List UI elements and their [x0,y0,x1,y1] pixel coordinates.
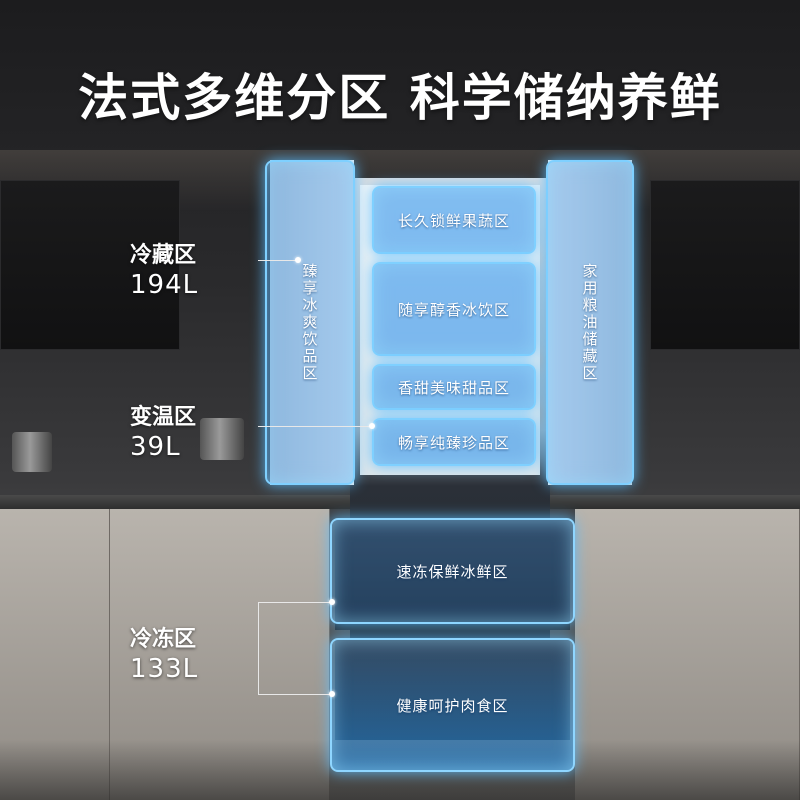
upper-cabinet-left [0,180,180,350]
zone-meat: 健康呵护肉食区 [330,638,575,772]
fridge-door-right [548,160,632,485]
label-variable-volume: 39L [130,432,181,462]
label-fridge-volume: 194L [130,270,199,300]
freezer-drawer-top [335,520,570,630]
zone-quick-freeze: 速冻保鲜冰鲜区 [330,518,575,624]
zone-right-door: 家用粮油储藏区 [546,160,634,485]
connector-dot-freezer-bottom [329,691,335,697]
cookware-pot [12,432,52,472]
zone-left-door: 臻享冰爽饮品区 [265,160,355,485]
zone-left-door-label: 臻享冰爽饮品区 [300,263,319,382]
zone-treasure-label: 畅享纯臻珍品区 [397,433,510,452]
zone-dessert: 香甜美味甜品区 [372,364,536,410]
zone-right-door-label: 家用粮油储藏区 [580,263,599,382]
label-fridge-zone: 冷藏区 194L [130,242,198,300]
zone-drink-label: 随享醇香冰饮区 [397,300,510,319]
label-freezer-zone: 冷冻区 133L [130,626,198,684]
zone-dessert-label: 香甜美味甜品区 [397,378,510,397]
connector-freezer-vertical [258,602,259,694]
page-title: 法式多维分区 科学储纳养鲜 [78,69,722,127]
fridge-door-left [270,160,354,485]
upper-cabinet-right [650,180,800,350]
connector-fridge [258,260,298,261]
label-freezer-volume: 133L [130,654,199,684]
label-variable-name: 变温区 [130,405,197,430]
connector-freezer-bottom [258,694,332,695]
zone-long-fresh: 长久锁鲜果蔬区 [372,186,536,254]
connector-freezer-top [258,602,332,603]
label-fridge-name: 冷藏区 [130,243,197,268]
connector-dot-variable [369,423,375,429]
zone-long-fresh-label: 长久锁鲜果蔬区 [397,211,510,230]
connector-dot-freezer-top [329,599,335,605]
connector-variable [258,426,372,427]
connector-dot-fridge [295,257,301,263]
cookware-pot [200,418,244,460]
label-variable-zone: 变温区 39L [130,404,196,462]
zone-drink: 随享醇香冰饮区 [372,262,536,356]
zone-meat-label: 健康呵护肉食区 [396,696,509,715]
zone-treasure: 畅享纯臻珍品区 [372,418,536,466]
zone-quick-freeze-label: 速冻保鲜冰鲜区 [396,562,509,581]
label-freezer-name: 冷冻区 [130,627,197,652]
